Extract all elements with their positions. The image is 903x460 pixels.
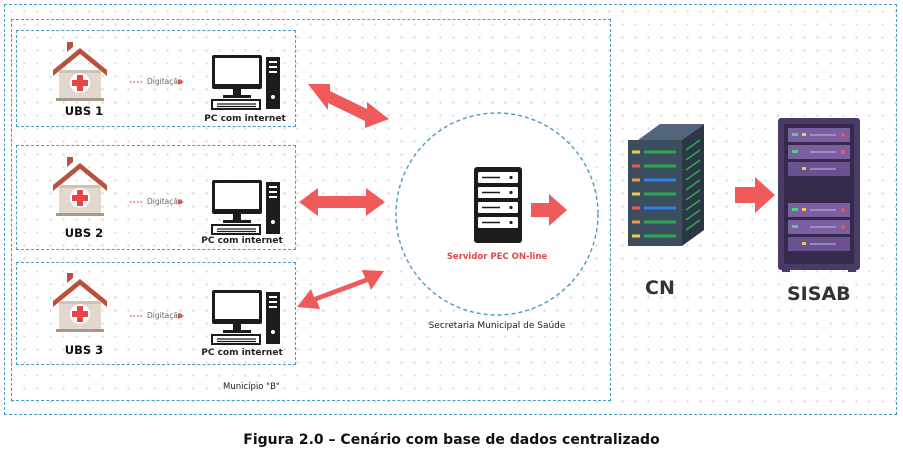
link-label: Digitação [147, 197, 183, 206]
data-entry-connector [129, 79, 184, 85]
desktop-pc-icon [211, 289, 281, 345]
desktop-pc-icon [211, 179, 281, 235]
cn-server-icon [628, 124, 704, 246]
ubs-label: UBS 2 [64, 226, 104, 240]
pc-label: PC com internet [201, 236, 283, 246]
clinic-house-icon [53, 157, 107, 216]
figure-caption: Figura 2.0 – Cenário com base de dados c… [243, 432, 660, 448]
clinic-house-icon [53, 273, 107, 332]
ubs-label: UBS 3 [64, 343, 104, 357]
sync-arrow [308, 84, 389, 128]
pc-label: PC com internet [204, 114, 286, 124]
clinic-house-icon [53, 42, 107, 101]
data-entry-connector [129, 199, 184, 205]
data-entry-connector [129, 313, 184, 319]
ubs-1-group [16, 30, 296, 127]
sync-arrow [297, 270, 384, 309]
municipality-group [11, 19, 611, 401]
desktop-pc-icon [211, 54, 281, 110]
secretaria-label: Secretaria Municipal de Saúde [428, 321, 566, 331]
sisab-server-rack-icon [778, 118, 860, 272]
server-label: Servidor PEC ON-line [446, 252, 548, 262]
sisab-label: SISAB [787, 283, 851, 305]
sync-arrow [299, 188, 385, 216]
pc-label: PC com internet [201, 348, 283, 358]
transfer-arrow [735, 177, 775, 213]
ubs-2-group [16, 145, 296, 250]
server-rack-icon [474, 167, 522, 243]
link-label: Digitação [147, 311, 183, 320]
upload-arrow [531, 194, 567, 226]
ubs-label: UBS 1 [64, 104, 104, 118]
link-label: Digitação [147, 77, 183, 86]
ubs-3-group [16, 262, 296, 365]
cn-label: CN [645, 277, 675, 299]
municipality-label: Município "B" [223, 382, 280, 392]
